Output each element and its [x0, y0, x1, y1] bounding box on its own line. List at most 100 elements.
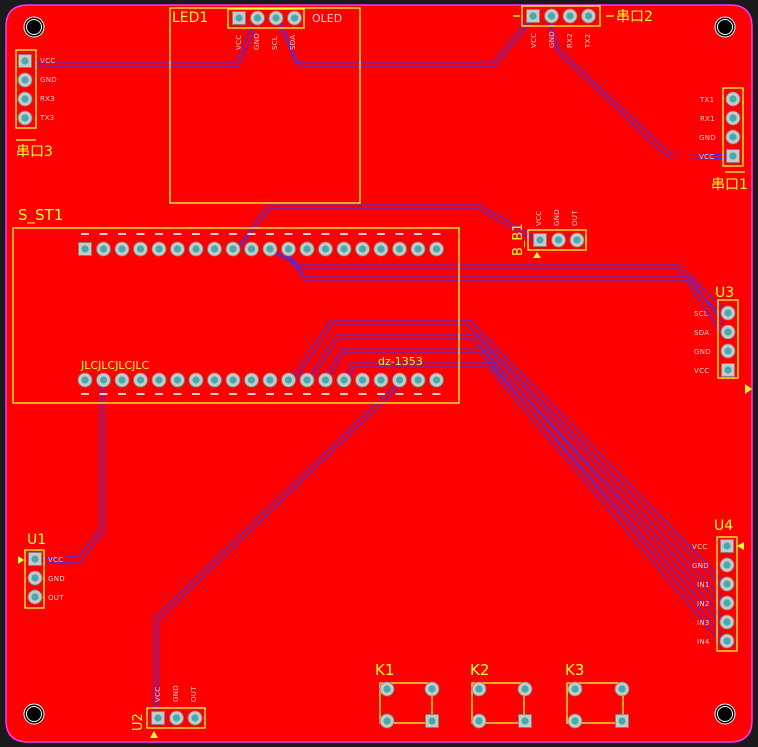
s-st1-jlc-text: JLCJLCJLCJLC	[81, 359, 150, 372]
s-st1-top-pin-mark	[284, 233, 293, 235]
trace-7	[235, 204, 541, 250]
s-st1-bottom-pad-20	[429, 372, 444, 388]
u1-pin-vcc: VCC	[48, 556, 64, 564]
s-st1-bottom-pin-mark	[118, 393, 126, 395]
s-st1-bottom-pad-7	[188, 372, 204, 388]
s-st1-bottom-pin-mark	[155, 393, 163, 395]
s-st1-top-pin-mark	[136, 233, 145, 235]
s-st1-top-pad-14	[318, 241, 333, 257]
s-st1-bottom-pad-6	[170, 372, 185, 388]
u4-pad-6	[719, 633, 735, 649]
s-st1-bottom-pin-mark	[266, 393, 274, 395]
u4-pin-in2: IN2	[697, 600, 710, 608]
trace-1	[36, 23, 253, 64]
trace-16	[292, 323, 724, 589]
silkscreen-outlines	[12, 5, 745, 729]
led1-pad-2	[250, 10, 265, 26]
u2-pad-1	[151, 711, 165, 725]
trace-4	[280, 21, 532, 67]
trace-8	[235, 207, 538, 253]
u4-pad-2	[719, 557, 735, 573]
s-st1-chip-label: dz-1353	[378, 355, 423, 368]
u4-pin-gnd: GND	[692, 562, 709, 570]
s-st1-top-pin-mark	[358, 233, 367, 235]
s-st1-bottom-pad-2	[96, 372, 111, 388]
s-st1-bottom-pad-15	[336, 372, 352, 388]
s-st1-top-pin-mark	[99, 233, 108, 235]
u2-pin-vcc: VCC	[154, 686, 162, 702]
u2-pin-out: OUT	[190, 686, 198, 702]
b-b1-pin-vcc: VCC	[535, 210, 543, 226]
copper-traces	[36, 19, 734, 718]
u2-pad-2	[169, 710, 184, 726]
u1-pin-out: OUT	[48, 594, 64, 602]
serial3-pad-4	[17, 110, 33, 126]
s-st1-bottom-pin-mark	[210, 393, 219, 395]
s-st1-bottom-pin-mark	[303, 393, 311, 395]
s-st1-bottom-pin-mark	[173, 393, 182, 395]
s-st1-bottom-pad-1	[77, 372, 93, 388]
s-st1-bottom-pin-mark	[395, 393, 404, 395]
trace-10	[272, 251, 725, 319]
u3-pin-gnd: GND	[694, 348, 711, 356]
s-st1-top-pad-18	[392, 241, 407, 257]
s-st1-bottom-pin-mark	[229, 393, 237, 395]
s-st1-top-pad-10	[244, 241, 259, 257]
s-st1-top-pin-mark	[266, 233, 274, 235]
s-st1-bottom-pin-mark	[358, 393, 367, 395]
b-b1-pin-gnd: GND	[553, 209, 561, 226]
serial1-ref: 串口1	[711, 177, 748, 193]
s-st1-top-pad-1	[78, 242, 92, 256]
serial2-pin-rx2: RX2	[566, 32, 574, 48]
s-st1-top-pin-mark	[210, 233, 219, 235]
serial3-pad-3	[17, 91, 33, 107]
s-st1-top-pad-3	[114, 241, 130, 257]
b-b1-ref: B_B1	[511, 223, 526, 256]
trace-9	[269, 248, 729, 314]
s-st1-top-pad-2	[96, 241, 111, 257]
s-st1-top-pin-mark	[432, 233, 441, 235]
s-st1-bottom-pad-18	[392, 372, 407, 388]
serial2-pad-2	[544, 8, 559, 24]
b-b1-pad-3	[569, 232, 585, 248]
trace-15	[289, 319, 728, 585]
serial2-pin-gnd: GND	[548, 31, 556, 48]
serial1-pin-gnd: GND	[699, 134, 716, 142]
led1-pad-3	[268, 10, 284, 26]
s-st1-top-pad-6	[170, 241, 185, 257]
trace-24	[157, 382, 404, 712]
u3-pin-scl: SCL	[694, 310, 709, 318]
serial1-pin-tx1: TX1	[700, 96, 715, 104]
pin1-markers	[18, 252, 752, 738]
u3-pad-4	[721, 363, 735, 377]
s-st1-bottom-pad-14	[318, 372, 333, 388]
s-st1-top-pad-19	[410, 241, 426, 257]
s-st1-bottom-pin-mark	[284, 393, 293, 395]
u1-pad-1	[28, 552, 42, 566]
s-st1-top-pad-20	[429, 241, 444, 257]
s-st1-top-pin-mark	[247, 233, 256, 235]
k3-pad-1	[567, 681, 583, 697]
trace-14	[44, 383, 105, 564]
k2-pad-4	[518, 714, 532, 728]
u4-ref: U4	[714, 518, 734, 534]
u1-pad-2	[27, 570, 43, 586]
s-st1-bottom-pad-5	[151, 372, 167, 388]
trace-5	[550, 21, 734, 156]
s-st1-bottom-pad-3	[114, 372, 130, 388]
u3-pin-vcc: VCC	[694, 367, 710, 375]
s-st1-bottom-pin-mark	[377, 393, 385, 395]
s-st1-bottom-pad-19	[410, 372, 426, 388]
u3-ref: U3	[715, 285, 735, 301]
serial3-pin-vcc: VCC	[40, 57, 56, 65]
k2-pad-1	[471, 681, 487, 697]
u3-pad-3	[720, 343, 736, 359]
k2-pad-2	[517, 681, 533, 697]
u4-pad-4	[719, 595, 735, 611]
s-st1-bottom-pad-13	[299, 372, 315, 388]
s-st1-bottom-pin-mark	[321, 393, 330, 395]
trace-3	[277, 19, 529, 64]
u1-pin-gnd: GND	[48, 575, 65, 583]
s-st1-top-pad-13	[299, 241, 315, 257]
